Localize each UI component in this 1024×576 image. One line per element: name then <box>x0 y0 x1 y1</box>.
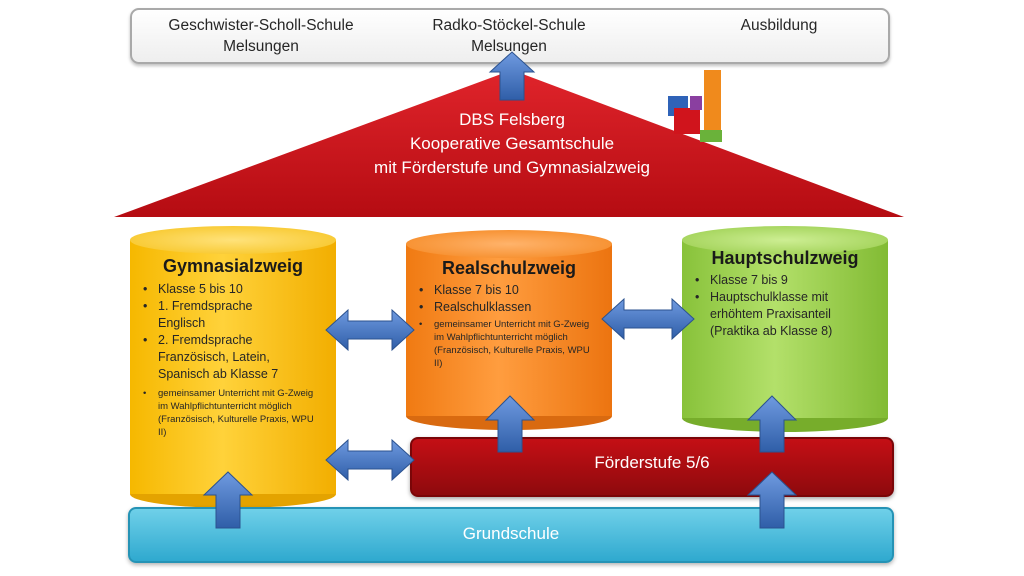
destination-rss-line2: Melsungen <box>471 38 547 55</box>
gymnasium-title: Gymnasialzweig <box>162 256 304 276</box>
double-arrow <box>601 297 695 341</box>
roof-triangle <box>114 70 904 217</box>
realschule-list: Klasse 7 bis 10 Realschulklassen <box>416 282 604 316</box>
hauptschule-title: Hauptschulzweig <box>711 248 859 268</box>
destination-rss-line1: Radko-Stöckel-Schule <box>432 17 586 34</box>
destination-gss-line1: Geschwister-Scholl-Schule <box>168 17 354 34</box>
realschule-cylinder: Realschulzweig Klasse 7 bis 10 Realschul… <box>406 230 612 430</box>
destinations-bar: Geschwister-Scholl-Schule Melsungen Radk… <box>130 8 890 64</box>
hauptschule-note: (Praktika ab Klasse 8) <box>710 324 833 338</box>
hauptschule-item: Klasse 7 bis 9 <box>692 272 880 289</box>
gymnasium-small-item: gemeinsamer Unterricht mit G-Zweig im Wa… <box>140 387 322 439</box>
gymnasium-small-list: gemeinsamer Unterricht mit G-Zweig im Wa… <box>140 387 322 439</box>
roof-label: DBS Felsberg Kooperative Gesamtschule mi… <box>300 108 724 180</box>
roof-line3: mit Förderstufe und Gymnasialzweig <box>374 158 650 177</box>
destination-ausbildung: Ausbildung <box>740 17 818 34</box>
up-arrow <box>202 471 254 529</box>
foerderstufe-label: Förderstufe 5/6 <box>594 453 710 472</box>
school-logo-icon <box>668 70 722 142</box>
double-arrow <box>325 438 415 482</box>
realschule-small-item: gemeinsamer Unterricht mit G-Zweig im Wa… <box>416 318 598 370</box>
realschule-title: Realschulzweig <box>441 258 577 278</box>
gymnasium-item: 2. Fremdsprache Französisch, Latein, Spa… <box>140 332 288 383</box>
realschule-item: Klasse 7 bis 10 <box>416 282 604 299</box>
destination-gss: Geschwister-Scholl-Schule Melsungen <box>146 15 376 57</box>
hauptschule-cylinder: Hauptschulzweig Klasse 7 bis 9 Hauptschu… <box>682 226 888 432</box>
gymnasium-cylinder: Gymnasialzweig Klasse 5 bis 10 1. Fremds… <box>130 226 336 508</box>
up-arrow <box>488 51 536 101</box>
realschule-item: Realschulklassen <box>416 299 604 316</box>
roof-line2: Kooperative Gesamtschule <box>409 134 615 153</box>
foerderstufe-box: Förderstufe 5/6 <box>410 437 894 497</box>
hauptschule-list: Klasse 7 bis 9 Hauptschulklasse mit erhö… <box>692 272 880 323</box>
destination-gss-line2: Melsungen <box>223 38 299 55</box>
realschule-small-list: gemeinsamer Unterricht mit G-Zweig im Wa… <box>416 318 598 370</box>
up-arrow <box>746 395 798 453</box>
grundschule-label: Grundschule <box>462 524 560 543</box>
up-arrow <box>484 395 536 453</box>
double-arrow <box>325 308 415 352</box>
roof-line1: DBS Felsberg <box>459 110 565 129</box>
gymnasium-item: 1. Fremdsprache Englisch <box>140 298 268 332</box>
gymnasium-item: Klasse 5 bis 10 <box>140 281 328 298</box>
gymnasium-list: Klasse 5 bis 10 1. Fremdsprache Englisch… <box>140 281 328 383</box>
destination-rss: Radko-Stöckel-Schule Melsungen <box>394 15 624 57</box>
hauptschule-item: Hauptschulklasse mit erhöhtem Praxisante… <box>692 289 880 323</box>
up-arrow <box>746 471 798 529</box>
